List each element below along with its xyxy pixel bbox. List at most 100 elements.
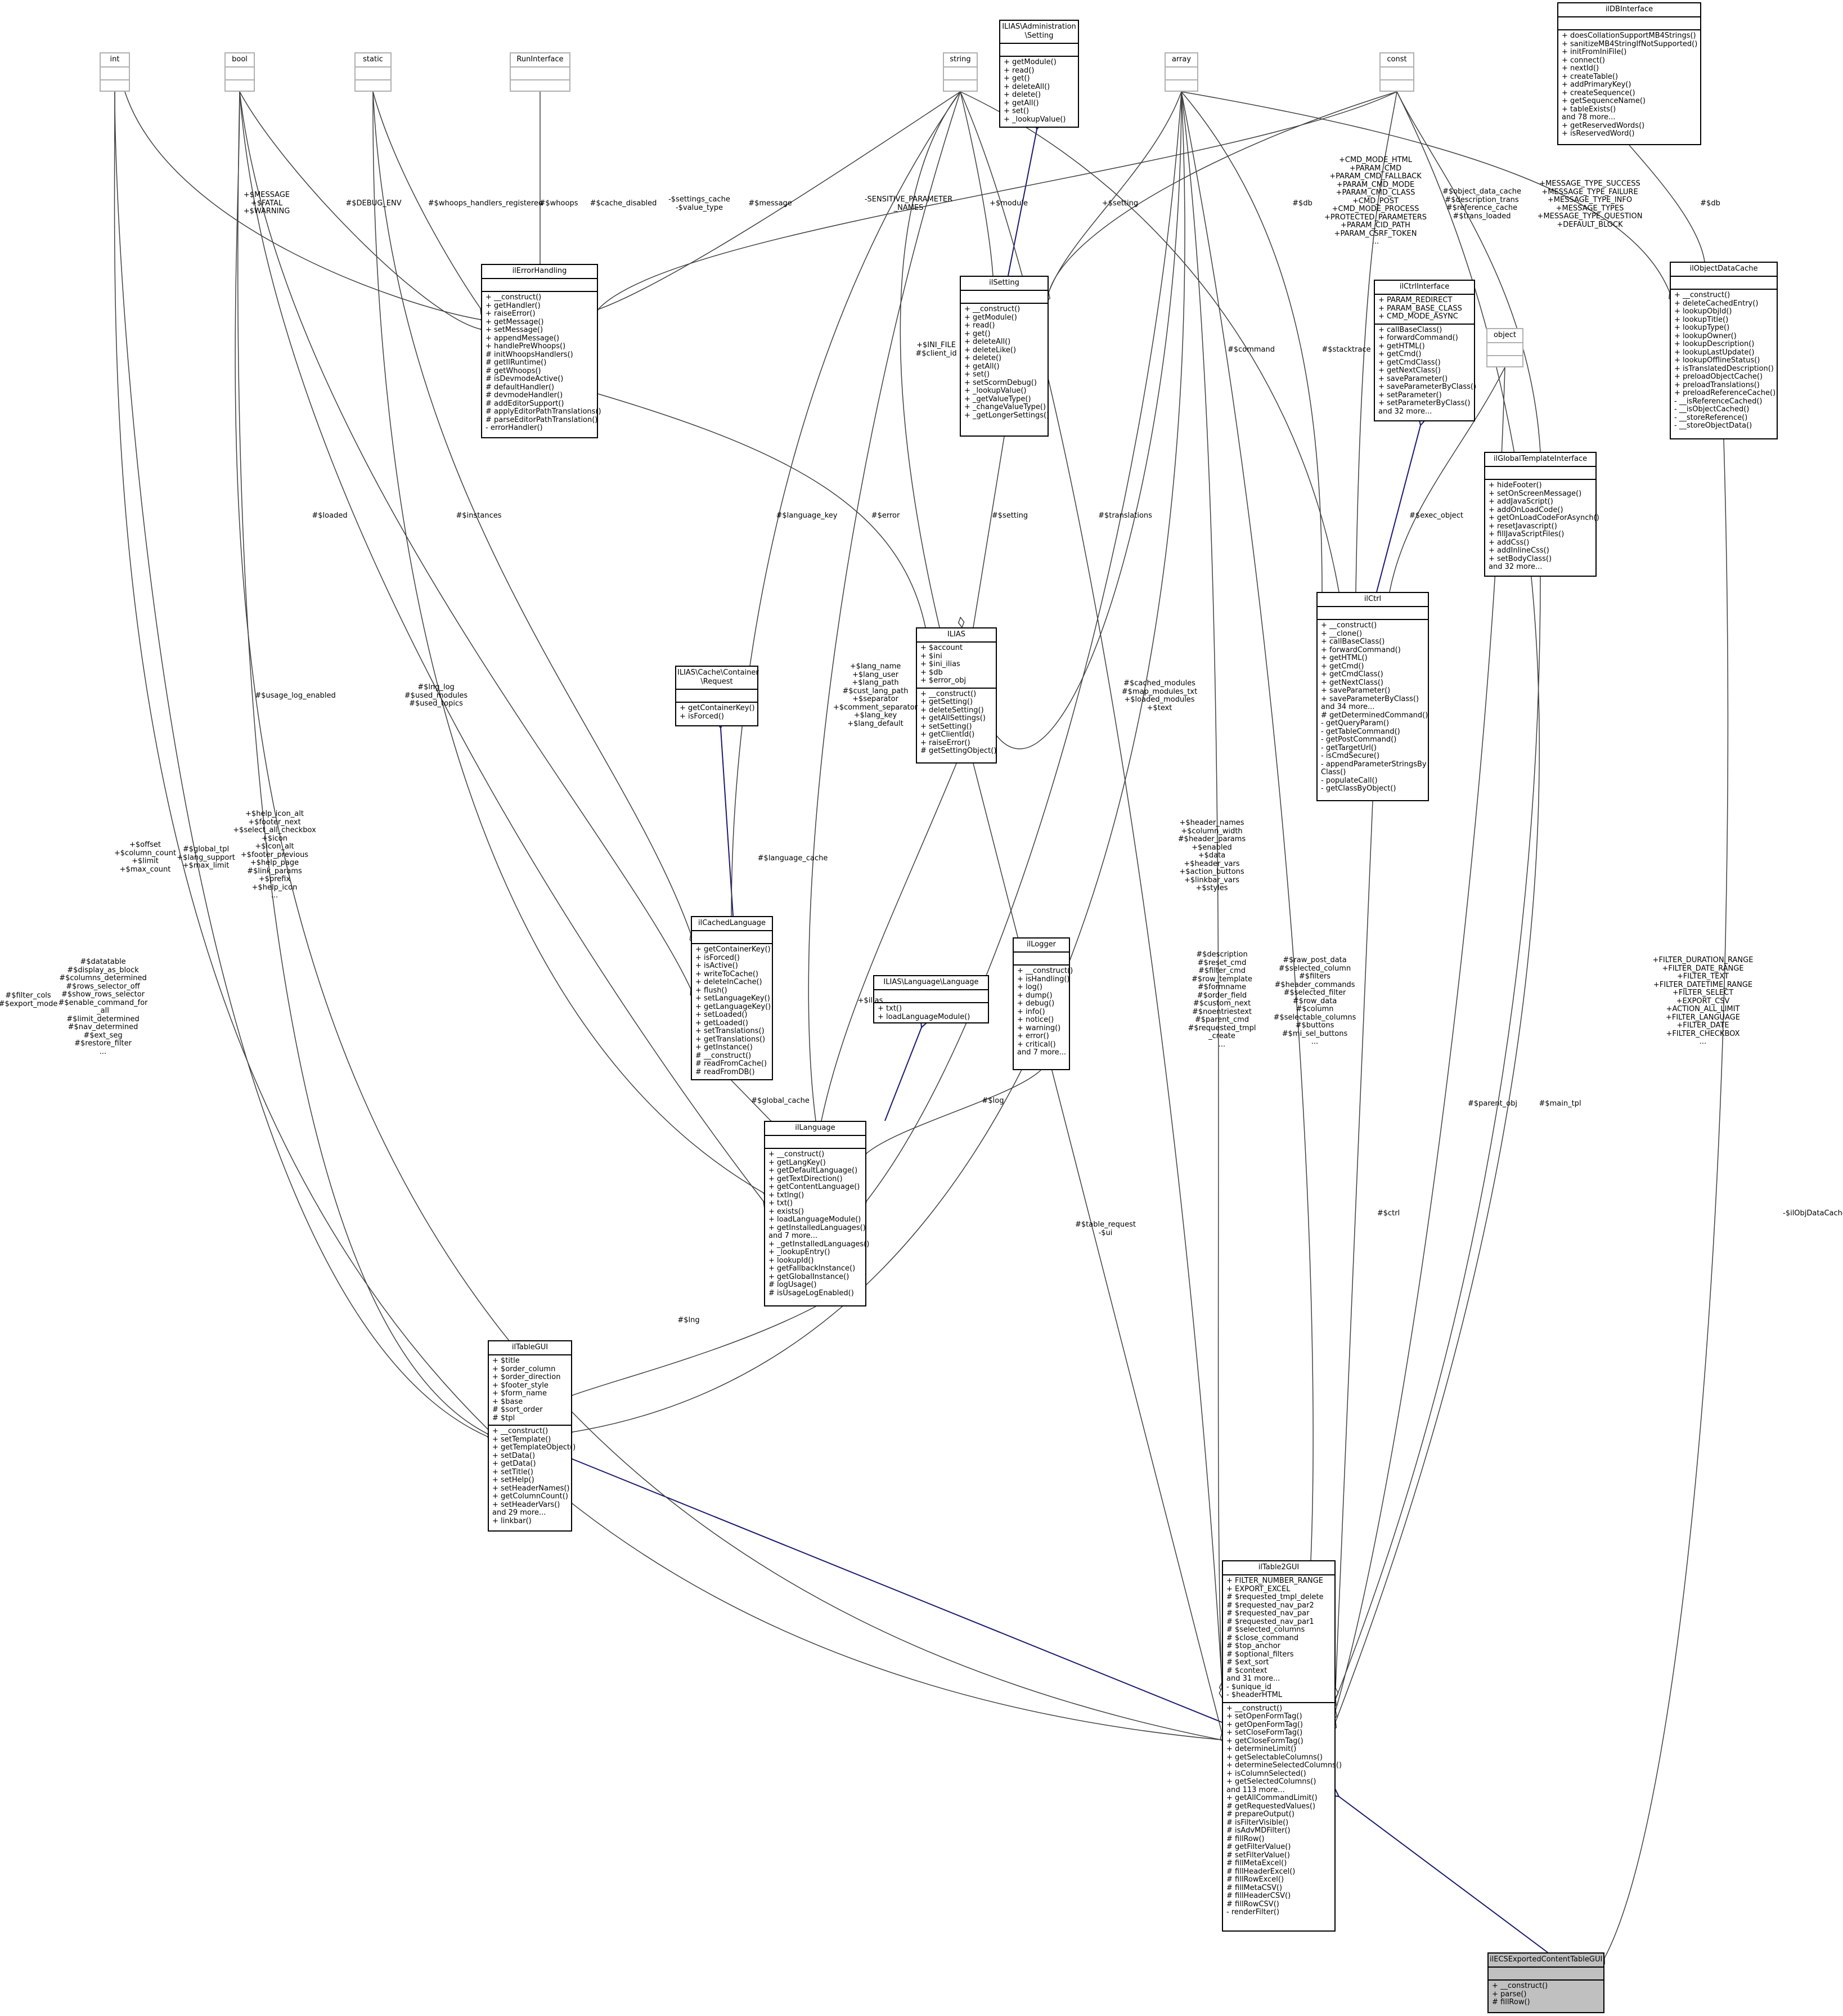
ilcachedlanguage-operation-1: + isForced() (695, 953, 740, 962)
class-ilsetting: ilSetting + __construct()+ getModule()+ … (960, 276, 1049, 437)
class-ilobjectdatacache: ilObjectDataCache + __construct()+ delet… (1670, 262, 1778, 439)
class-illogger: ilLogger + __construct()+ isHandling()+ … (1013, 937, 1073, 1070)
focus-operation-0: + __construct() (1492, 1982, 1548, 1990)
iltable2gui-operation-2: + getOpenFormTag() (1226, 1720, 1303, 1729)
ilerrorhandling-operation-9: # getWhoops() (486, 366, 541, 375)
admin_setting-operation-6: + set() (1004, 107, 1030, 115)
illogger-operation-1: + isHandling() (1017, 975, 1070, 984)
ilias-operation-0: + __construct() (920, 689, 977, 698)
edge-label-cache-disabled: #$cache_disabled (590, 199, 657, 208)
ilsetting-operation-0: + __construct() (964, 305, 1021, 313)
illogger-operation-8: + error() (1017, 1032, 1049, 1040)
ilerrorhandling-operation-10: # isDevmodeActive() (486, 375, 564, 383)
edge-label-usage-log: #$usage_log_enabled (255, 692, 336, 700)
edge-const-to-ilerrorhandling (598, 91, 1397, 309)
ilobjectdatacache-operation-12: + preloadReferenceCache() (1674, 389, 1776, 397)
class-illanguage-title: ilLanguage (765, 1122, 865, 1136)
class-language-interface-title: ILIAS\Language\Language (874, 976, 988, 990)
edge-label-setting: +$setting (1102, 199, 1139, 208)
ilobjectdatacache-operation-10: + preloadObjectCache() (1674, 372, 1763, 381)
edge-label-ini-file: +$INI_FILE #$client_id (915, 341, 957, 358)
class-int-title: int (101, 53, 129, 68)
ilctrl-operation-8: + saveParameter() (1321, 686, 1391, 695)
illanguage-operation-1: + getLangKey() (768, 1158, 826, 1167)
iltable2gui-operation-0: + __construct() (1226, 1704, 1283, 1713)
admin_setting-operation-0: + getModule() (1004, 58, 1057, 66)
iltable2gui-attribute-6: # $selected_columns (1226, 1626, 1305, 1634)
illanguage-operation-12: + _lookupEntry() (768, 1248, 830, 1256)
edge-label-language-key: #$language_key (776, 511, 838, 520)
ilcachedlanguage-operation-12: + getInstance() (695, 1043, 753, 1052)
ilcachedlanguage-operation-7: + getLanguageKey() (695, 1002, 771, 1011)
illanguage-operation-15: + getGlobalInstance() (768, 1272, 849, 1281)
edge-string-to-ilsetting (960, 91, 993, 276)
ilerrorhandling-operation-8: # getIlRuntime() (486, 358, 547, 367)
illogger-operation-2: + log() (1017, 983, 1042, 991)
class-runinterface: RunInterface (510, 52, 570, 92)
class-ildbinterface: ilDBInterface + doesCollationSupportMB4S… (1557, 2, 1701, 145)
ilglobaltemplateinterface-operation-8: + addInlineCss() (1489, 546, 1549, 555)
iltable2gui-operation-4: + getCloseFormTag() (1226, 1736, 1303, 1745)
ilglobaltemplateinterface-operation-9: + setBodyClass() (1489, 554, 1552, 563)
class-string-title: string (944, 53, 977, 68)
ilias-operation-3: + getAllSettings() (920, 714, 986, 722)
class-ilcachedlanguage-title: ilCachedLanguage (692, 917, 772, 931)
edge-array-to-ilctrl (1181, 91, 1322, 592)
edge-label-ctrl-db: #$db (1292, 199, 1312, 208)
ilglobaltemplateinterface-operation-1: + setOnScreenMessage() (1489, 489, 1582, 498)
iltable2gui-operation-21: # fillRowExcel() (1226, 1875, 1284, 1884)
illogger-operation-5: + info() (1017, 1007, 1045, 1016)
ilctrl-operation-20: - getClassByObject() (1321, 784, 1396, 793)
edge-bool-to-illanguage (239, 91, 763, 1201)
ilctrlinterface-operation-1: + forwardCommand() (1378, 334, 1458, 342)
ilctrl-operation-10: and 34 more... (1321, 703, 1375, 711)
ilcachedlanguage-operation-0: + getContainerKey() (695, 945, 771, 954)
iltable2gui-attribute-11: # $context (1226, 1666, 1267, 1675)
iltablegui-operation-9: + setHeaderVars() (492, 1500, 560, 1509)
ilctrl-operation-7: + getNextClass() (1321, 678, 1384, 687)
ilsetting-operation-1: + getModule() (964, 313, 1017, 322)
ilobjectdatacache-operation-1: + deleteCachedEntry() (1674, 299, 1759, 308)
iltablegui-operation-7: + setHeaderNames() (492, 1484, 570, 1493)
class-array: array (1165, 52, 1198, 92)
ilsetting-operation-4: + deleteAll() (964, 338, 1011, 346)
ilias-attribute-2: + $ini_ilias (920, 660, 960, 668)
edge-bool-to-ilcachedlanguage (239, 91, 691, 989)
ilerrorhandling-operation-0: + __construct() (486, 293, 542, 302)
illanguage-operation-6: + txt() (768, 1199, 793, 1207)
ilsetting-operation-7: + getAll() (964, 362, 1000, 371)
edge-language-iface-to-illanguage (884, 1027, 922, 1121)
illanguage-operation-3: + getTextDirection() (768, 1174, 843, 1183)
ilerrorhandling-operation-15: # parseEditorPathTranslation() (486, 415, 598, 424)
ilglobaltemplateinterface-operation-4: + getOnLoadCodeForAsynch() (1489, 514, 1599, 522)
ilctrl-operation-6: + getCmdClass() (1321, 670, 1383, 679)
admin_setting-operation-2: + get() (1004, 74, 1030, 83)
class-ilctrlinterface-title: ilCtrlInterface (1375, 281, 1474, 295)
class-string: string (943, 52, 978, 92)
edge-static-to-ilcachedlanguage (372, 91, 691, 934)
ilobjectdatacache-operation-13: - __isReferenceCached() (1674, 397, 1763, 406)
class-illanguage: ilLanguage + __construct()+ getLangKey()… (764, 1121, 869, 1306)
ilobjectdatacache-operation-8: + lookupOfflineStatus() (1674, 356, 1760, 365)
ilcachedlanguage-operation-5: + flush() (695, 986, 727, 995)
class-static-title: static (356, 53, 390, 68)
class-focus-title: ilECSExportedContentTableGUI (1489, 1954, 1603, 1968)
ilerrorhandling-operation-4: + setMessage() (486, 326, 543, 334)
edge-string-to-ilctrl (960, 91, 1339, 592)
illogger-operation-10: and 7 more... (1017, 1048, 1067, 1057)
edge-label-offset: +$offset +$column_count +$limit +$max_co… (114, 841, 177, 874)
class-ilglobaltemplateinterface: ilGlobalTemplateInterface + hideFooter()… (1484, 452, 1599, 577)
ildbinterface-operation-7: + createSequence() (1562, 88, 1635, 97)
ilctrlinterface-operation-5: + getNextClass() (1378, 366, 1441, 375)
edge-label-module: +$module (990, 199, 1028, 208)
illogger-operation-6: + notice() (1017, 1016, 1054, 1024)
ilctrl-operation-0: + __construct() (1321, 621, 1377, 630)
iltablegui-operation-8: + getColumnCount() (492, 1492, 568, 1501)
ilias-operation-4: + setSetting() (920, 722, 972, 731)
class-iltable2gui-title: ilTable2GUI (1223, 1561, 1334, 1575)
ilsetting-operation-13: + _getLongerSettings() (964, 411, 1050, 420)
edge-bool-to-ilerrorhandling (239, 91, 480, 329)
edge-label-settings-cache: -$settings_cache -$value_type (668, 195, 730, 212)
ilerrorhandling-operation-7: # initWhoopsHandlers() (486, 350, 573, 359)
edge-ilglobaltemplateinterface-to-iltable2gui (1336, 576, 1541, 1699)
